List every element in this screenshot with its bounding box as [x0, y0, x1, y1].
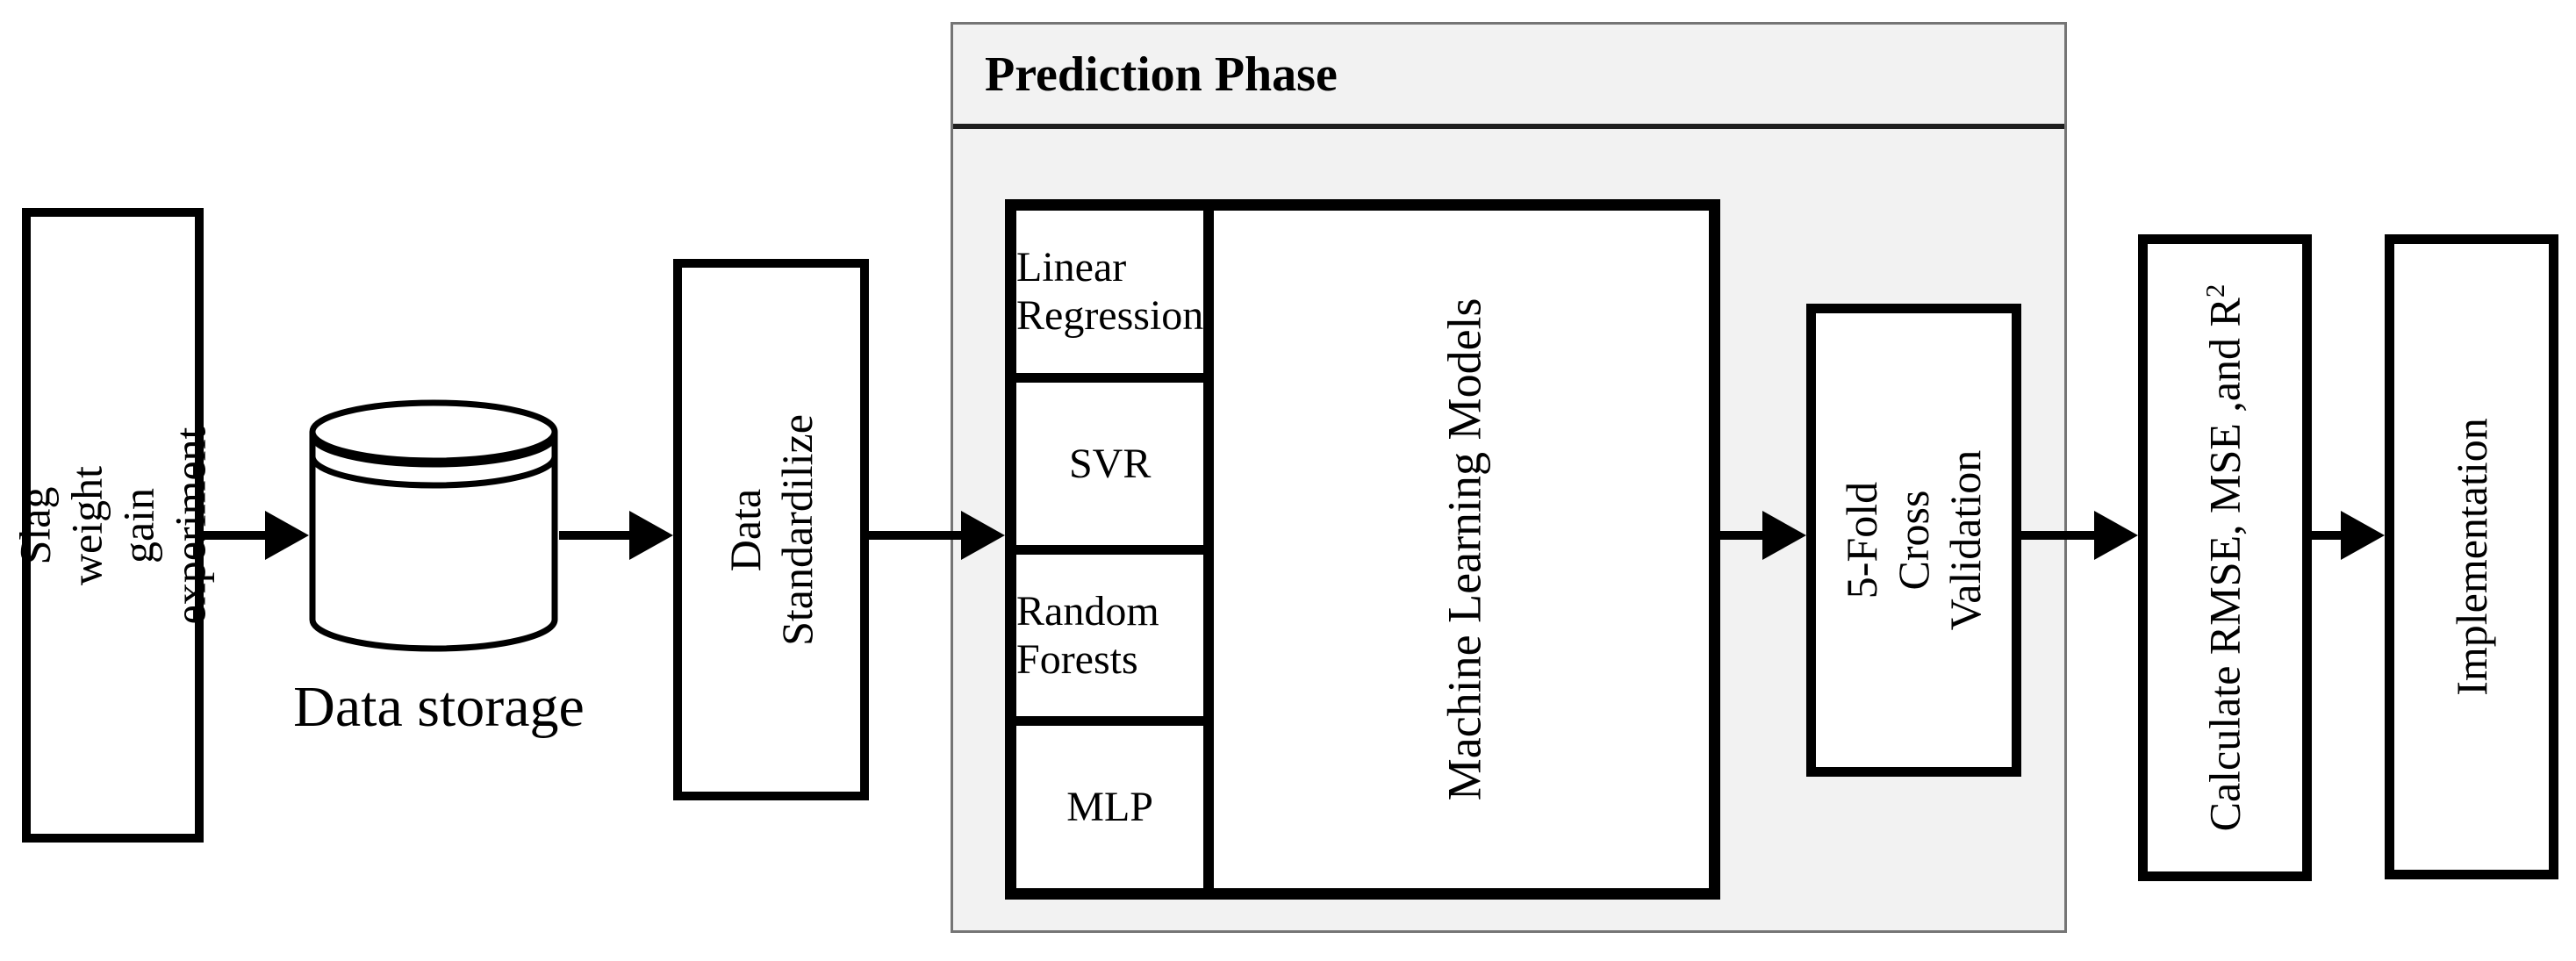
arrow-head-icon — [265, 511, 309, 560]
prediction-phase-header: Prediction Phase — [953, 25, 2064, 129]
flow-arrow-1 — [202, 511, 309, 560]
arrow-shaft — [2021, 531, 2099, 540]
arrow-shaft — [1710, 531, 1768, 540]
ml-models-rows: Linear Regression SVR Random Forests MLP — [1016, 211, 1215, 888]
model-row-svr: SVR — [1016, 383, 1204, 555]
arrow-head-icon — [2341, 511, 2385, 560]
metrics-label: Calculate RMSE, MSE ,and R2 — [2199, 284, 2251, 832]
model-row-random-forests: Random Forests — [1016, 555, 1204, 727]
metrics-superscript: 2 — [2199, 283, 2230, 298]
prediction-phase-title: Prediction Phase — [985, 47, 1338, 102]
ml-models-side-column: Machine Learning Models — [1214, 211, 1717, 888]
arrow-head-icon — [961, 511, 1005, 560]
arrow-shaft — [2312, 531, 2346, 540]
data-standardize-node: Data Standardilize — [673, 259, 869, 800]
arrow-head-icon — [629, 511, 673, 560]
arrow-head-icon — [1762, 511, 1806, 560]
flow-arrow-3 — [869, 511, 1005, 560]
arrow-shaft — [202, 531, 270, 540]
implementation-label: Implementation — [2446, 418, 2496, 696]
flow-arrow-4 — [1710, 511, 1806, 560]
metrics-node: Calculate RMSE, MSE ,and R2 — [2138, 234, 2312, 881]
ml-models-side-label: Machine Learning Models — [1438, 298, 1491, 801]
arrow-shaft — [869, 531, 966, 540]
flow-arrow-5 — [2021, 511, 2138, 560]
data-storage-label: Data storage — [293, 675, 585, 739]
metrics-label-text: Calculate RMSE, MSE ,and R — [2199, 298, 2250, 832]
arrow-shaft — [559, 531, 635, 540]
data-standardize-label: Data Standardilize — [720, 413, 822, 646]
ml-models-table: Linear Regression SVR Random Forests MLP… — [1005, 199, 1720, 900]
arrow-head-icon — [2094, 511, 2138, 560]
experiment-node: Slag weight gain experiment — [11, 208, 215, 843]
implementation-node: Implementation — [2385, 234, 2558, 879]
cross-validation-node: 5-Fold Cross Validation — [1806, 304, 2021, 777]
database-cylinder-icon — [309, 399, 558, 652]
model-row-linear-regression: Linear Regression — [1016, 211, 1204, 383]
flow-arrow-6 — [2312, 511, 2385, 560]
cross-validation-label: 5-Fold Cross Validation — [1837, 449, 1990, 631]
flow-arrow-2 — [559, 511, 673, 560]
model-row-mlp: MLP — [1066, 784, 1153, 831]
experiment-label: Slag weight gain experiment — [10, 427, 215, 624]
